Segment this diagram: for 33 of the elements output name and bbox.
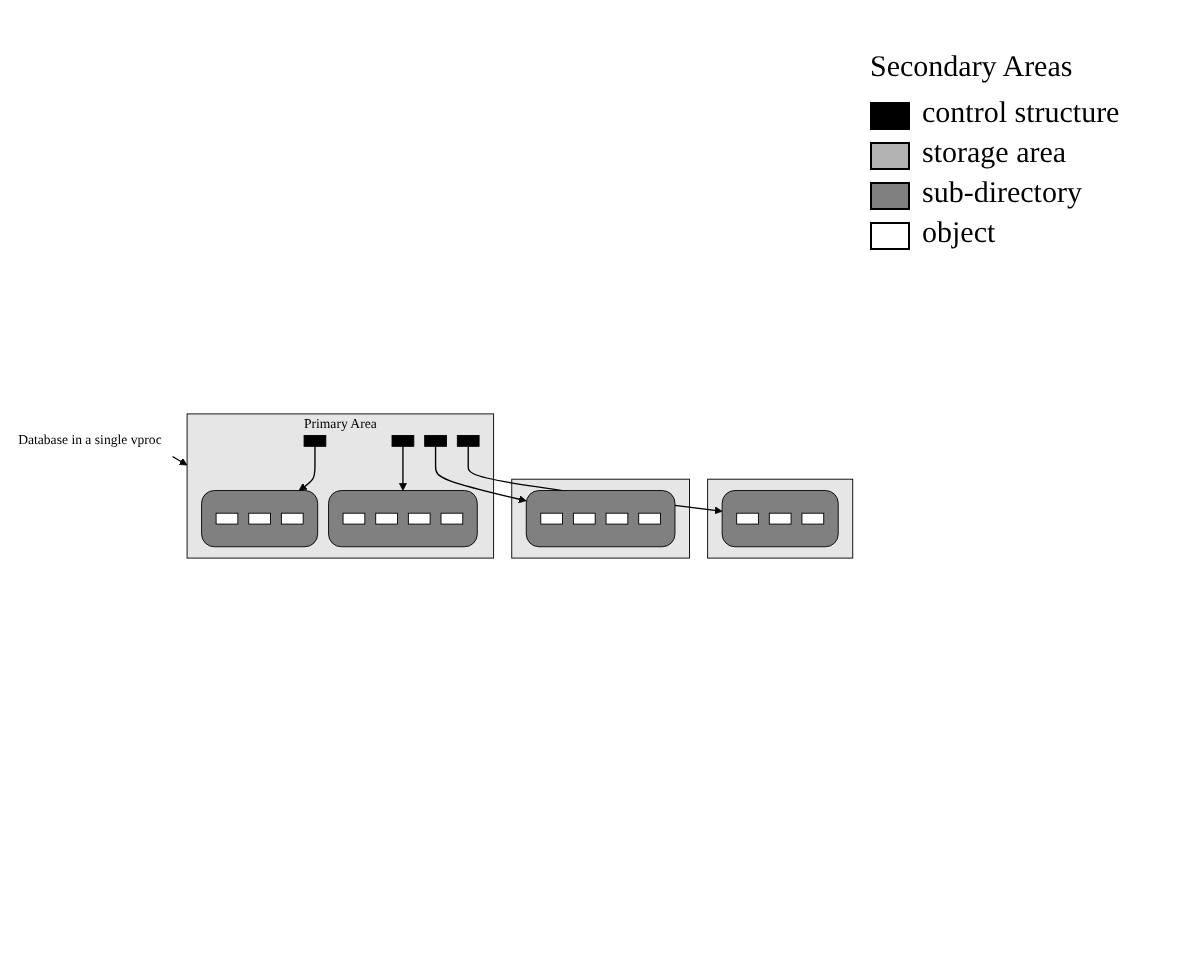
node-box — [303, 435, 327, 447]
node-box — [768, 512, 792, 525]
legend-label: storage area — [922, 138, 1067, 172]
legend-label: sub-directory — [922, 178, 1082, 212]
area-label: Secondary Areas — [870, 52, 1075, 86]
legend-label: control structure — [922, 98, 1120, 132]
node-box — [801, 512, 825, 525]
cluster — [511, 478, 690, 559]
arrow — [298, 445, 316, 491]
arrow — [171, 455, 188, 466]
cluster — [721, 490, 839, 548]
node-box — [424, 435, 447, 447]
arrow — [398, 445, 407, 491]
node-box — [440, 512, 464, 525]
node-box — [540, 512, 563, 525]
legend-label: object — [922, 218, 996, 252]
node-box — [280, 512, 304, 525]
cluster — [328, 490, 478, 548]
node-box — [572, 512, 596, 525]
node-box — [736, 512, 759, 525]
node-box — [407, 512, 431, 525]
node-box — [248, 512, 271, 525]
node-box — [375, 512, 398, 525]
arrow — [434, 445, 527, 504]
cluster — [201, 490, 319, 548]
node-box — [215, 512, 239, 525]
node-box — [638, 512, 661, 525]
cluster — [707, 478, 854, 559]
node-box — [342, 512, 366, 525]
cluster — [525, 490, 676, 548]
node-box — [605, 512, 629, 525]
node-box — [391, 435, 415, 447]
node-box — [456, 435, 480, 447]
